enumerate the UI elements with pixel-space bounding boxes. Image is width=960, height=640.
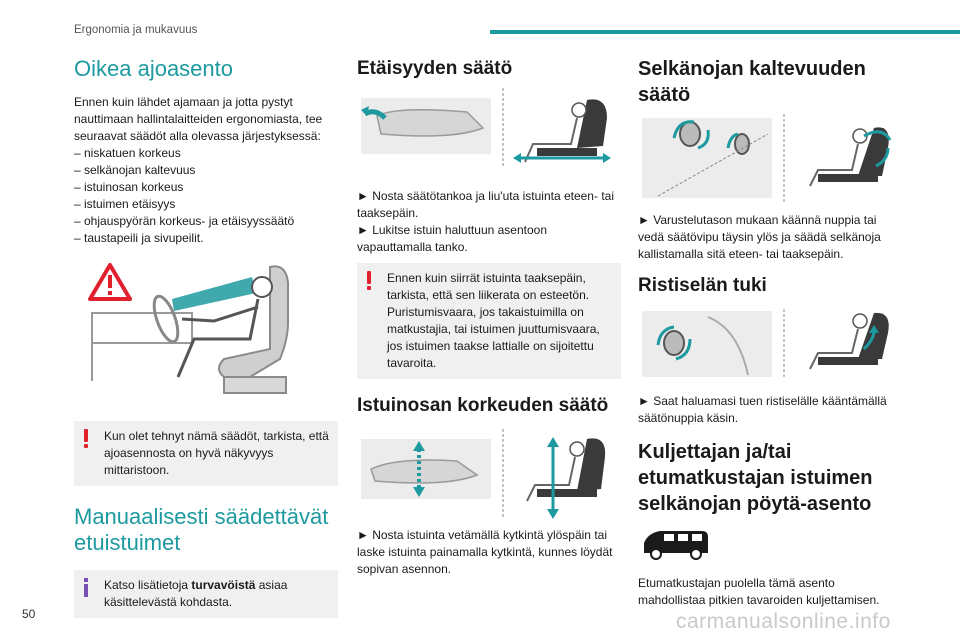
column-middle: Etäisyyden säätö ► Nosta säätötankoa ja … — [357, 56, 621, 578]
section-title-distance-adjustment: Etäisyyden säätö — [357, 58, 513, 79]
warning-mark-icon — [367, 271, 372, 291]
lumbar-support-illustration — [638, 309, 902, 379]
van-icon-illustration — [638, 527, 902, 561]
info-note: Katso lisätietoja turvavöistä asiaa käsi… — [74, 570, 338, 618]
section-title-table-position: Kuljettajan ja/tai etumatkustajan istuim… — [638, 441, 873, 515]
backrest-angle-illustration — [638, 114, 902, 206]
list-item: – niskatuen korkeus — [74, 146, 181, 160]
section-title-manual-seats: Manuaalisesti säädettävät etuistuimet — [74, 504, 329, 555]
header-section-title: Ergonomia ja mukavuus — [74, 24, 198, 36]
section-title-seat-height: Istuinosan korkeuden säätö — [357, 395, 609, 416]
page-number: 50 — [22, 607, 36, 621]
list-item: – ohjauspyörän korkeus- ja etäisyyssäätö — [74, 214, 295, 228]
list-item: – istuinosan korkeus — [74, 180, 184, 194]
seat-height-illustration — [357, 429, 621, 521]
driving-position-illustration — [74, 259, 338, 411]
table-position-description: Etumatkustajan puolella tämä asento mahd… — [638, 576, 880, 607]
distance-step-2: ► Lukitse istuin haluttuun asentoon vapa… — [357, 223, 548, 254]
info-mark-icon — [84, 578, 89, 598]
lumbar-step: ► Saat haluamasi tuen ristiselälle käänt… — [638, 394, 887, 425]
column-right: Selkänojan kaltevuuden säätö ► Varustelu… — [638, 56, 902, 609]
section-title-lumbar-support: Ristiselän tuki — [638, 275, 767, 296]
list-item: – istuimen etäisyys — [74, 197, 176, 211]
distance-adjustment-illustration — [357, 88, 621, 168]
list-item: – selkänojan kaltevuus — [74, 163, 196, 177]
list-item: – taustapeili ja sivupeilit. — [74, 231, 204, 245]
warning-mark-icon — [84, 429, 89, 449]
watermark: carmanualsonline.info — [676, 610, 891, 633]
header-accent-bar — [490, 30, 960, 34]
warning-triangle-icon — [88, 263, 132, 301]
distance-step-1: ► Nosta säätötankoa ja liu'uta istuinta … — [357, 189, 614, 220]
backrest-step: ► Varustelutason mukaan käännä nuppia ta… — [638, 213, 881, 261]
seat-height-step: ► Nosta istuinta vetämällä kytkintä ylös… — [357, 528, 613, 576]
warning-note-seat-travel: Ennen kuin siirrät istuinta taaksepäin, … — [357, 263, 621, 379]
intro-paragraph: Ennen kuin lähdet ajamaan ja jotta pysty… — [74, 95, 323, 143]
column-left: Oikea ajoasento Ennen kuin lähdet ajamaa… — [74, 56, 338, 618]
warning-note: Kun olet tehnyt nämä säädöt, tarkista, e… — [74, 421, 338, 486]
info-link-seatbelts: turvavöistä — [191, 578, 256, 592]
section-title-backrest-angle: Selkänojan kaltevuuden säätö — [638, 58, 866, 106]
section-title-driving-position: Oikea ajoasento — [74, 56, 233, 81]
van-icon — [644, 531, 708, 560]
adjustment-list: – niskatuen korkeus – selkänojan kaltevu… — [74, 145, 338, 247]
